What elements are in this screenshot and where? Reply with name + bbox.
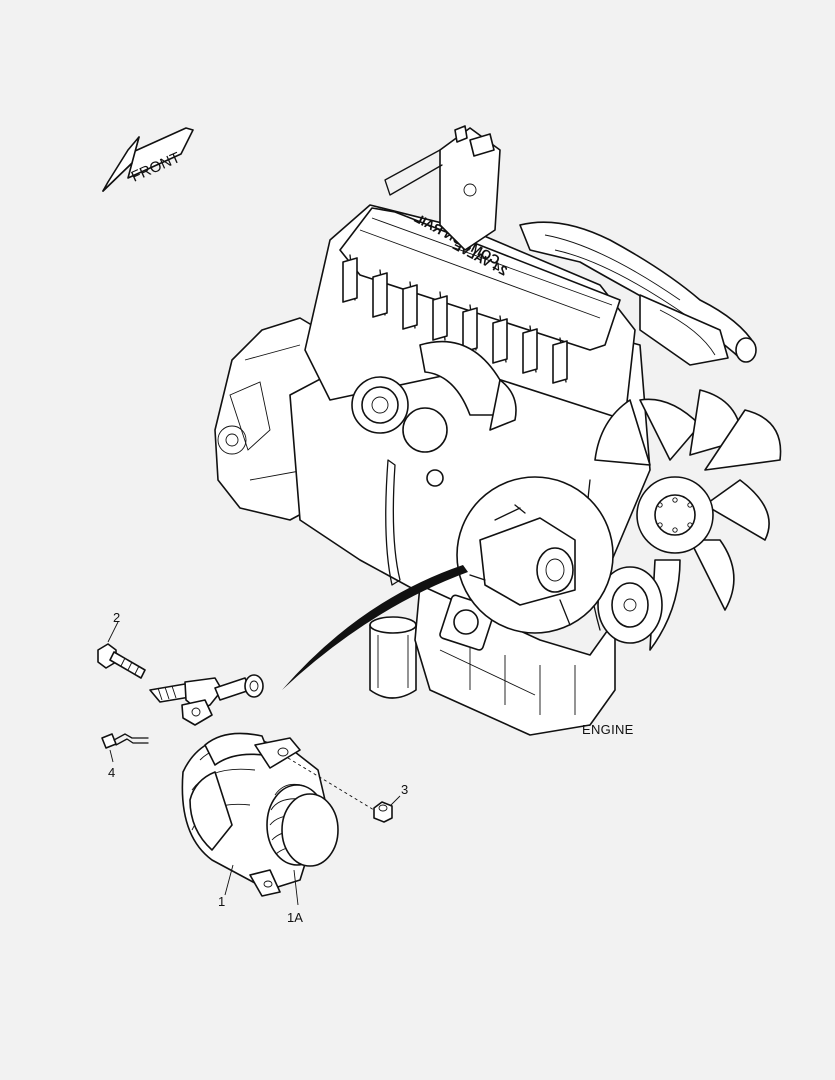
callout-leader-3 xyxy=(389,795,401,807)
oil-filter xyxy=(369,616,417,699)
callout-leader-2 xyxy=(107,621,119,643)
pulley-part xyxy=(266,783,339,867)
nut-part xyxy=(287,757,393,823)
valve-cover-ribs xyxy=(342,254,568,384)
engine-label: ENGINE xyxy=(582,722,634,737)
fan xyxy=(594,389,782,651)
callout-4: 4 xyxy=(108,765,115,780)
callout-leader-1A xyxy=(293,869,299,906)
callout-1A: 1A xyxy=(287,910,303,925)
callout-2: 2 xyxy=(113,610,120,625)
intake-piping xyxy=(519,221,757,366)
callout-3: 3 xyxy=(401,782,408,797)
detail-leader xyxy=(282,565,468,690)
turbocharger xyxy=(351,340,517,453)
engine-assembly: 24 VALVE COMMON RAIL xyxy=(214,125,782,736)
front-direction-arrow: FRONT xyxy=(102,127,194,192)
callout-leader-1 xyxy=(224,864,234,896)
bolt-part xyxy=(97,643,146,679)
detail-magnifier xyxy=(456,476,614,634)
callout-1: 1 xyxy=(218,894,225,909)
fitting-part xyxy=(101,733,149,749)
lifting-bracket xyxy=(384,125,501,251)
dipstick-tube xyxy=(385,459,401,586)
valve-cover xyxy=(339,207,621,351)
callout-leader-4 xyxy=(109,749,114,763)
adjusting-link xyxy=(149,674,264,726)
